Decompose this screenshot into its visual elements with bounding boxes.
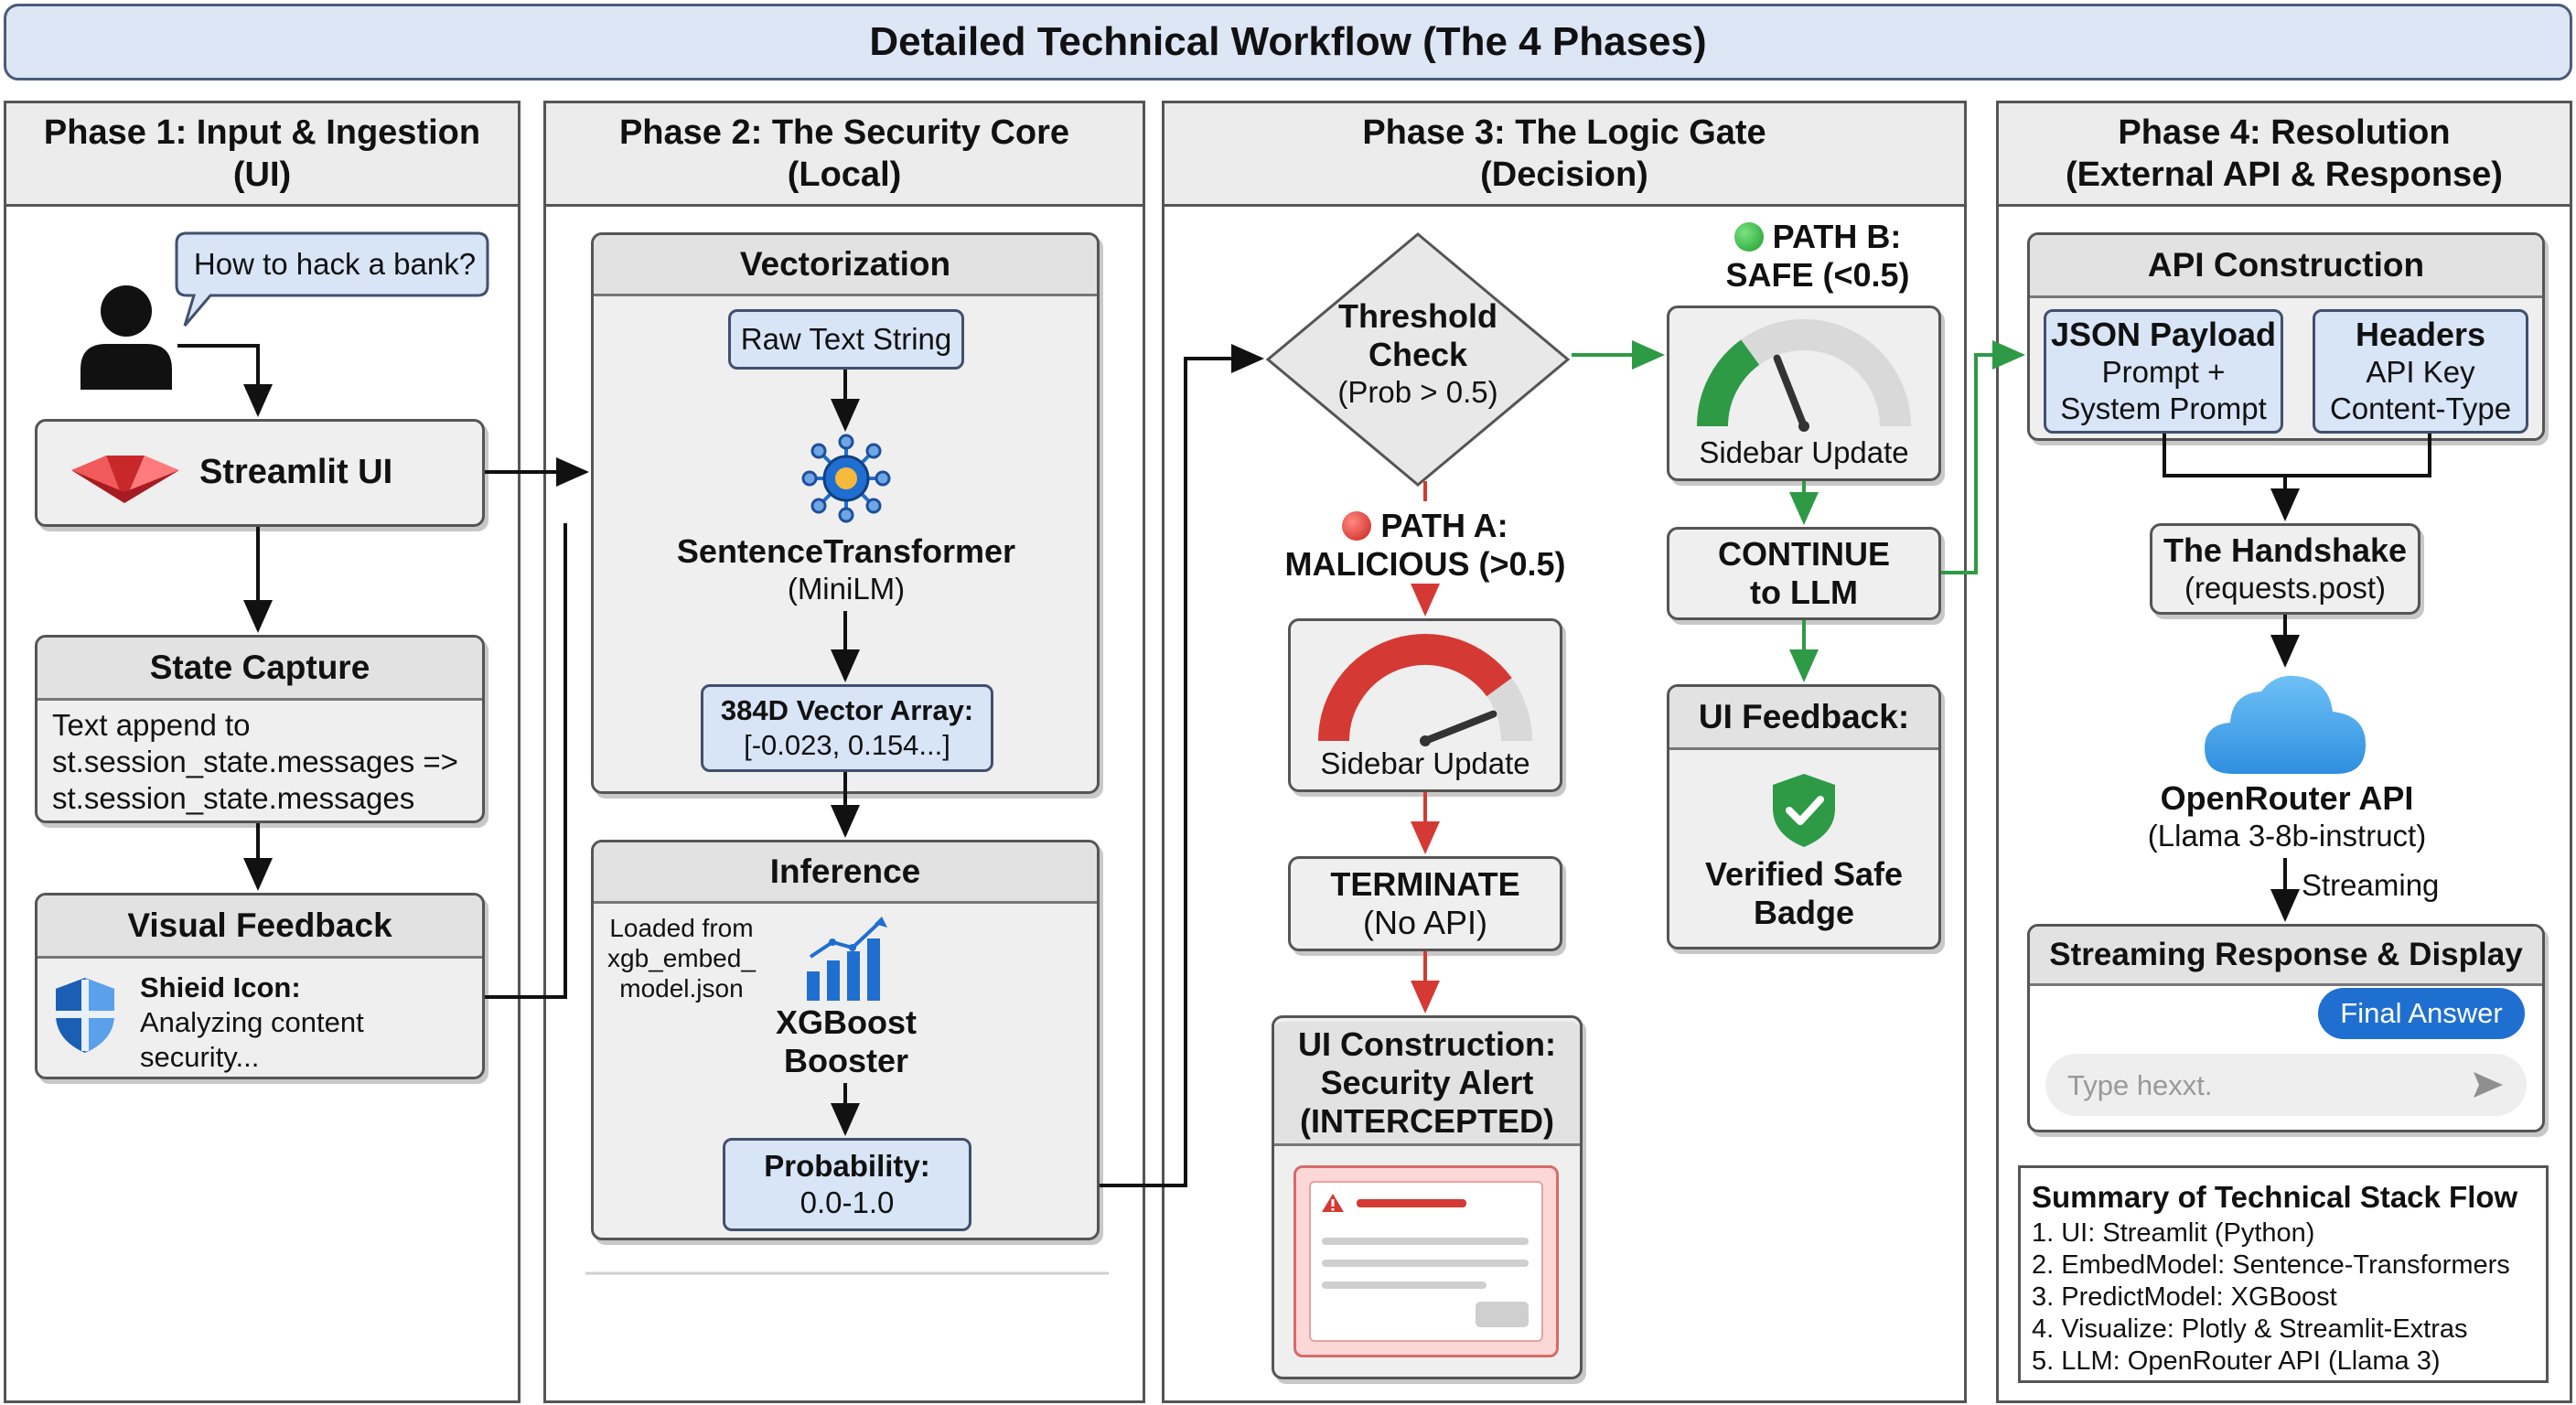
shield-icon [56, 978, 114, 1053]
inference-title: Inference [594, 842, 1097, 904]
summary-item: 2. EmbedModel: Sentence-Transformers [2032, 1250, 2510, 1280]
json-payload-box: JSON Payload Prompt + System Prompt [2044, 309, 2283, 434]
summary-list: 1. UI: Streamlit (Python) 2. EmbedModel:… [2032, 1217, 2510, 1378]
loaded-from-text: Loaded from xgb_embed_ model.json [607, 914, 756, 1003]
streamlit-ui-label: Streamlit UI [199, 453, 393, 491]
terminate-box: TERMINATE(No API) [1288, 856, 1562, 951]
state-capture-text: Text append to st.session_state.messages… [52, 708, 458, 815]
visual-feedback-title: Visual Feedback [38, 896, 482, 959]
state-capture-box: State Capture Text append to st.session_… [35, 635, 485, 823]
openrouter-label: OpenRouter API (Llama 3-8b-instruct) [2147, 779, 2427, 853]
phase-1-header: Phase 1: Input & Ingestion(UI) [6, 103, 518, 207]
streamlit-logo-icon [71, 456, 179, 503]
alert-dismiss-button[interactable] [1476, 1302, 1529, 1327]
summary-item: 3. PredictModel: XGBoost [2032, 1282, 2337, 1312]
security-alert-window [1293, 1165, 1559, 1357]
api-construction-title: API Construction [2030, 235, 2542, 298]
summary-box: Summary of Technical Stack Flow 1. UI: S… [2018, 1165, 2549, 1383]
user-icon [80, 285, 172, 390]
streaming-label: Streaming [2302, 868, 2440, 902]
phase-2-header: Phase 2: The Security Core(Local) [546, 103, 1143, 207]
summary-item: 4. Visualize: Plotly & Streamlit-Extras [2032, 1314, 2468, 1344]
threshold-diamond [1265, 232, 1571, 487]
headers-box: Headers API Key Content-Type [2313, 309, 2528, 434]
vector-array-box: 384D Vector Array: [-0.023, 0.154...] [701, 684, 993, 772]
visual-feedback-text: Shieid Icon: Analyzing content security.… [140, 971, 364, 1073]
chat-input[interactable]: Type hexxt. [2045, 1054, 2527, 1116]
neural-network-icon [801, 434, 891, 523]
cloud-icon [2205, 675, 2366, 774]
page-title: Detailed Technical Workflow (The 4 Phase… [4, 4, 2572, 80]
sentence-transformer-label: SentenceTransformer (MiniLM) [676, 532, 1016, 606]
summary-item: 1. UI: Streamlit (Python) [2032, 1218, 2315, 1248]
raw-text-string: Raw Text String [728, 309, 964, 370]
verified-shield-icon [1773, 774, 1835, 847]
streaming-response-title: Streaming Response & Display [2030, 927, 2542, 986]
warning-icon [1322, 1194, 1344, 1212]
path-a-label: PATH A: MALICIOUS (>0.5) [1284, 507, 1566, 583]
final-answer-bubble: Final Answer [2318, 988, 2525, 1039]
path-b-label: PATH B: SAFE (<0.5) [1725, 218, 1910, 294]
ui-construction-title: UI Construction:Security Alert(INTERCEPT… [1274, 1022, 1580, 1146]
user-question: How to hack a bank? [193, 247, 477, 281]
speech-bubble [175, 231, 489, 327]
handshake-box: The Handshake (requests.post) [2150, 523, 2420, 615]
ui-feedback-title: UI Feedback: [1669, 687, 1938, 750]
threshold-check-label: Threshold Check (Prob > 0.5) [1337, 297, 1498, 409]
chat-input-placeholder: Type hexxt. [2067, 1069, 2213, 1101]
phase-4-header: Phase 4: Resolution(External API & Respo… [1999, 103, 2570, 207]
gauge-safe-icon [1697, 319, 1911, 432]
phase-3-header: Phase 3: The Logic Gate(Decision) [1165, 103, 1964, 207]
visual-feedback-box: Visual Feedback Shieid Icon: Analyzing c… [35, 893, 485, 1079]
state-capture-title: State Capture [38, 638, 482, 701]
summary-title: Summary of Technical Stack Flow [2032, 1180, 2518, 1214]
green-dot-icon [1733, 222, 1764, 252]
probability-box: Probability: 0.0-1.0 [723, 1138, 971, 1231]
gauge-malicious-icon [1318, 634, 1532, 746]
sidebar-update-malicious-label: Sidebar Update [1320, 746, 1530, 780]
bar-chart-icon [807, 917, 887, 1001]
sidebar-update-safe-label: Sidebar Update [1699, 435, 1909, 469]
summary-item: 5. LLM: OpenRouter API (Llama 3) [2032, 1346, 2441, 1376]
send-icon[interactable] [2472, 1070, 2505, 1099]
red-dot-icon [1342, 511, 1372, 541]
vectorization-title: Vectorization [594, 235, 1097, 296]
